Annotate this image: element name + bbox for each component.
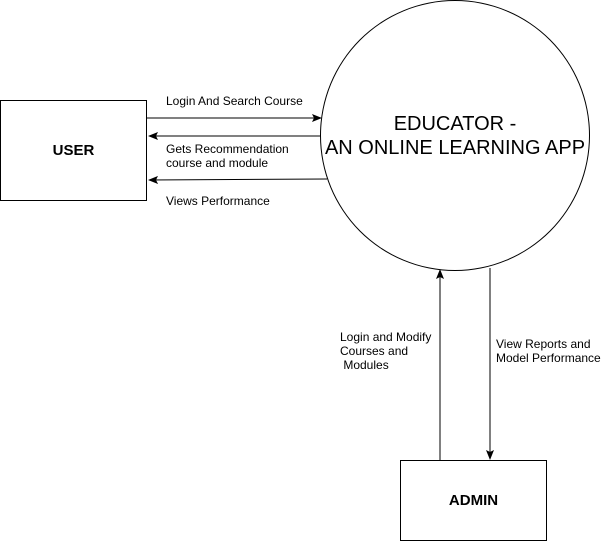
process-title-line2: AN ONLINE LEARNING APP <box>324 137 586 159</box>
admin-entity-label: ADMIN <box>448 492 499 509</box>
educator-process-circle <box>320 0 590 271</box>
flow-label-view-reports: View Reports and Model Performance <box>496 337 601 365</box>
flow-label-login-modify: Login and Modify Courses and Modules <box>340 330 432 372</box>
user-entity-label: USER <box>52 142 95 159</box>
process-label: EDUCATOR - AN ONLINE LEARNING APP <box>320 112 590 160</box>
flow-label-views-performance: Views Performance <box>166 194 270 208</box>
flow-label-gets-recommendation: Gets Recommendation course and module <box>166 142 289 170</box>
admin-entity-box: ADMIN <box>400 460 547 541</box>
arrow-views-performance <box>148 175 328 184</box>
user-entity-box: USER <box>0 100 147 201</box>
process-title-line1: EDUCATOR - <box>393 113 517 135</box>
flow-label-login-search: Login And Search Course <box>166 94 303 108</box>
